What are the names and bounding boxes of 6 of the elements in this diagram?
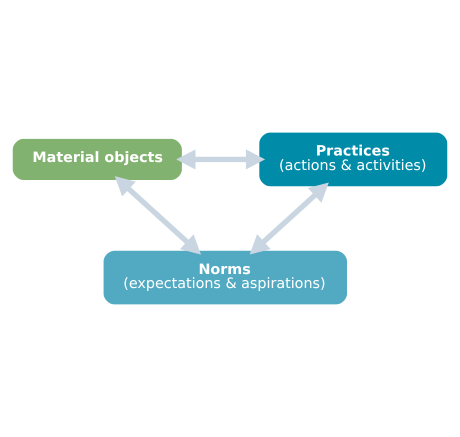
arrow [250,182,329,255]
node-box: Material objects [12,138,182,180]
arrow [176,149,266,170]
node-box: Practices (actions & activities) [259,132,448,186]
node-box: Norms (expectations & aspirations) [104,250,348,304]
arrow [114,176,202,255]
